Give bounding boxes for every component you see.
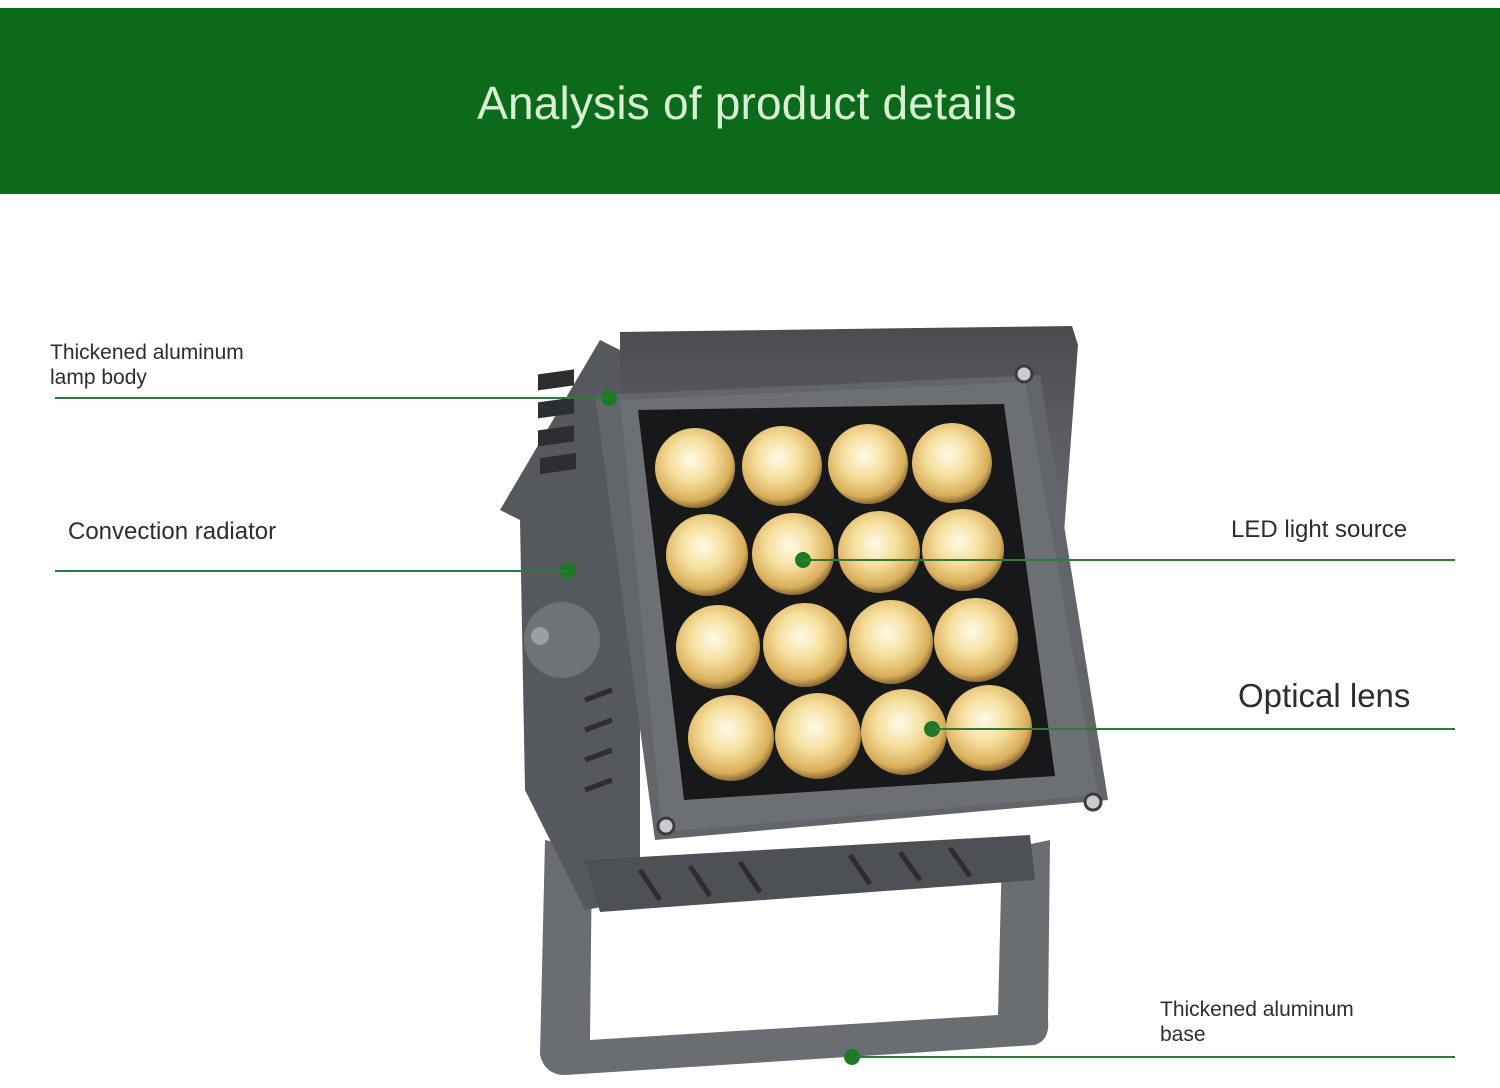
label-base-line1: Thickened aluminum: [1160, 998, 1354, 1021]
label-lamp-body-line1: Thickened aluminum: [50, 341, 244, 364]
header-banner: Analysis of product details: [0, 8, 1500, 194]
label-optical-lens: Optical lens: [1238, 677, 1411, 714]
label-lamp-body: Thickened aluminum lamp body: [50, 340, 244, 390]
label-convection-radiator: Convection radiator: [68, 518, 277, 545]
label-aluminum-base: Thickened aluminum base: [1160, 997, 1354, 1047]
leader-line-lens: [932, 728, 1455, 730]
label-led-light-source: LED light source: [1231, 516, 1408, 543]
leader-line-radiator: [55, 570, 568, 572]
leader-line-lamp-body: [55, 397, 610, 399]
leader-line-led: [803, 559, 1455, 561]
label-base-line2: base: [1160, 1023, 1206, 1046]
leader-line-base: [852, 1056, 1455, 1058]
page-title: Analysis of product details: [477, 77, 1017, 129]
label-lamp-body-line2: lamp body: [50, 366, 147, 389]
